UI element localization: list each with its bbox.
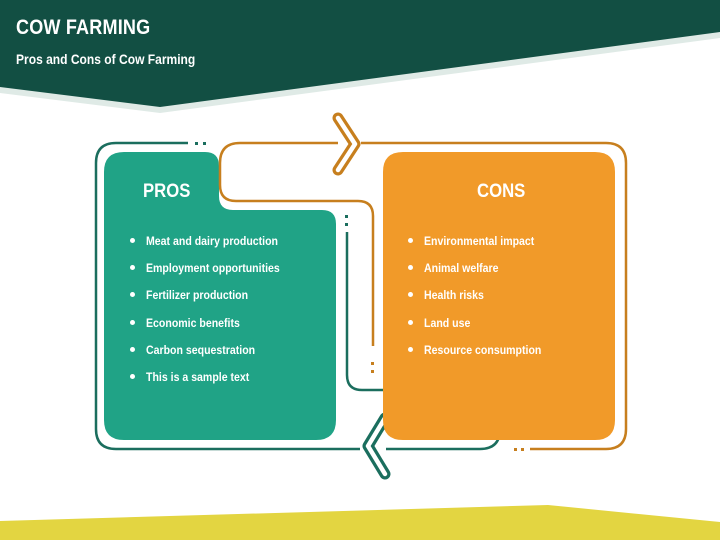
- cons-heading: CONS: [477, 181, 526, 202]
- bullet-icon: [130, 238, 135, 243]
- cons-card: [383, 152, 615, 440]
- cons-connector: [218, 141, 375, 346]
- cons-outline: [361, 141, 628, 451]
- pros-dots: [195, 142, 348, 226]
- page-subtitle: Pros and Cons of Cow Farming: [16, 51, 196, 67]
- bullet-icon: [130, 265, 135, 271]
- bullet-icon: [130, 319, 135, 325]
- bullet-icon: [130, 373, 135, 379]
- bullet-icon: [408, 292, 413, 298]
- bullet-icon: [130, 346, 135, 352]
- bullet-icon: [408, 319, 413, 325]
- header-banner: [0, 0, 720, 113]
- cons-dots: [371, 362, 524, 451]
- bullet-icon: [408, 265, 413, 271]
- banner-shape: [0, 0, 720, 107]
- pros-heading: PROS: [143, 181, 191, 202]
- page-title: COW FARMING: [16, 16, 151, 39]
- footer-shape: [0, 505, 720, 540]
- bullet-icon: [408, 346, 413, 352]
- pros-card: [104, 152, 336, 440]
- pros-outline: [94, 141, 360, 451]
- bullet-icon: [130, 292, 135, 298]
- bullet-icon: [408, 238, 413, 243]
